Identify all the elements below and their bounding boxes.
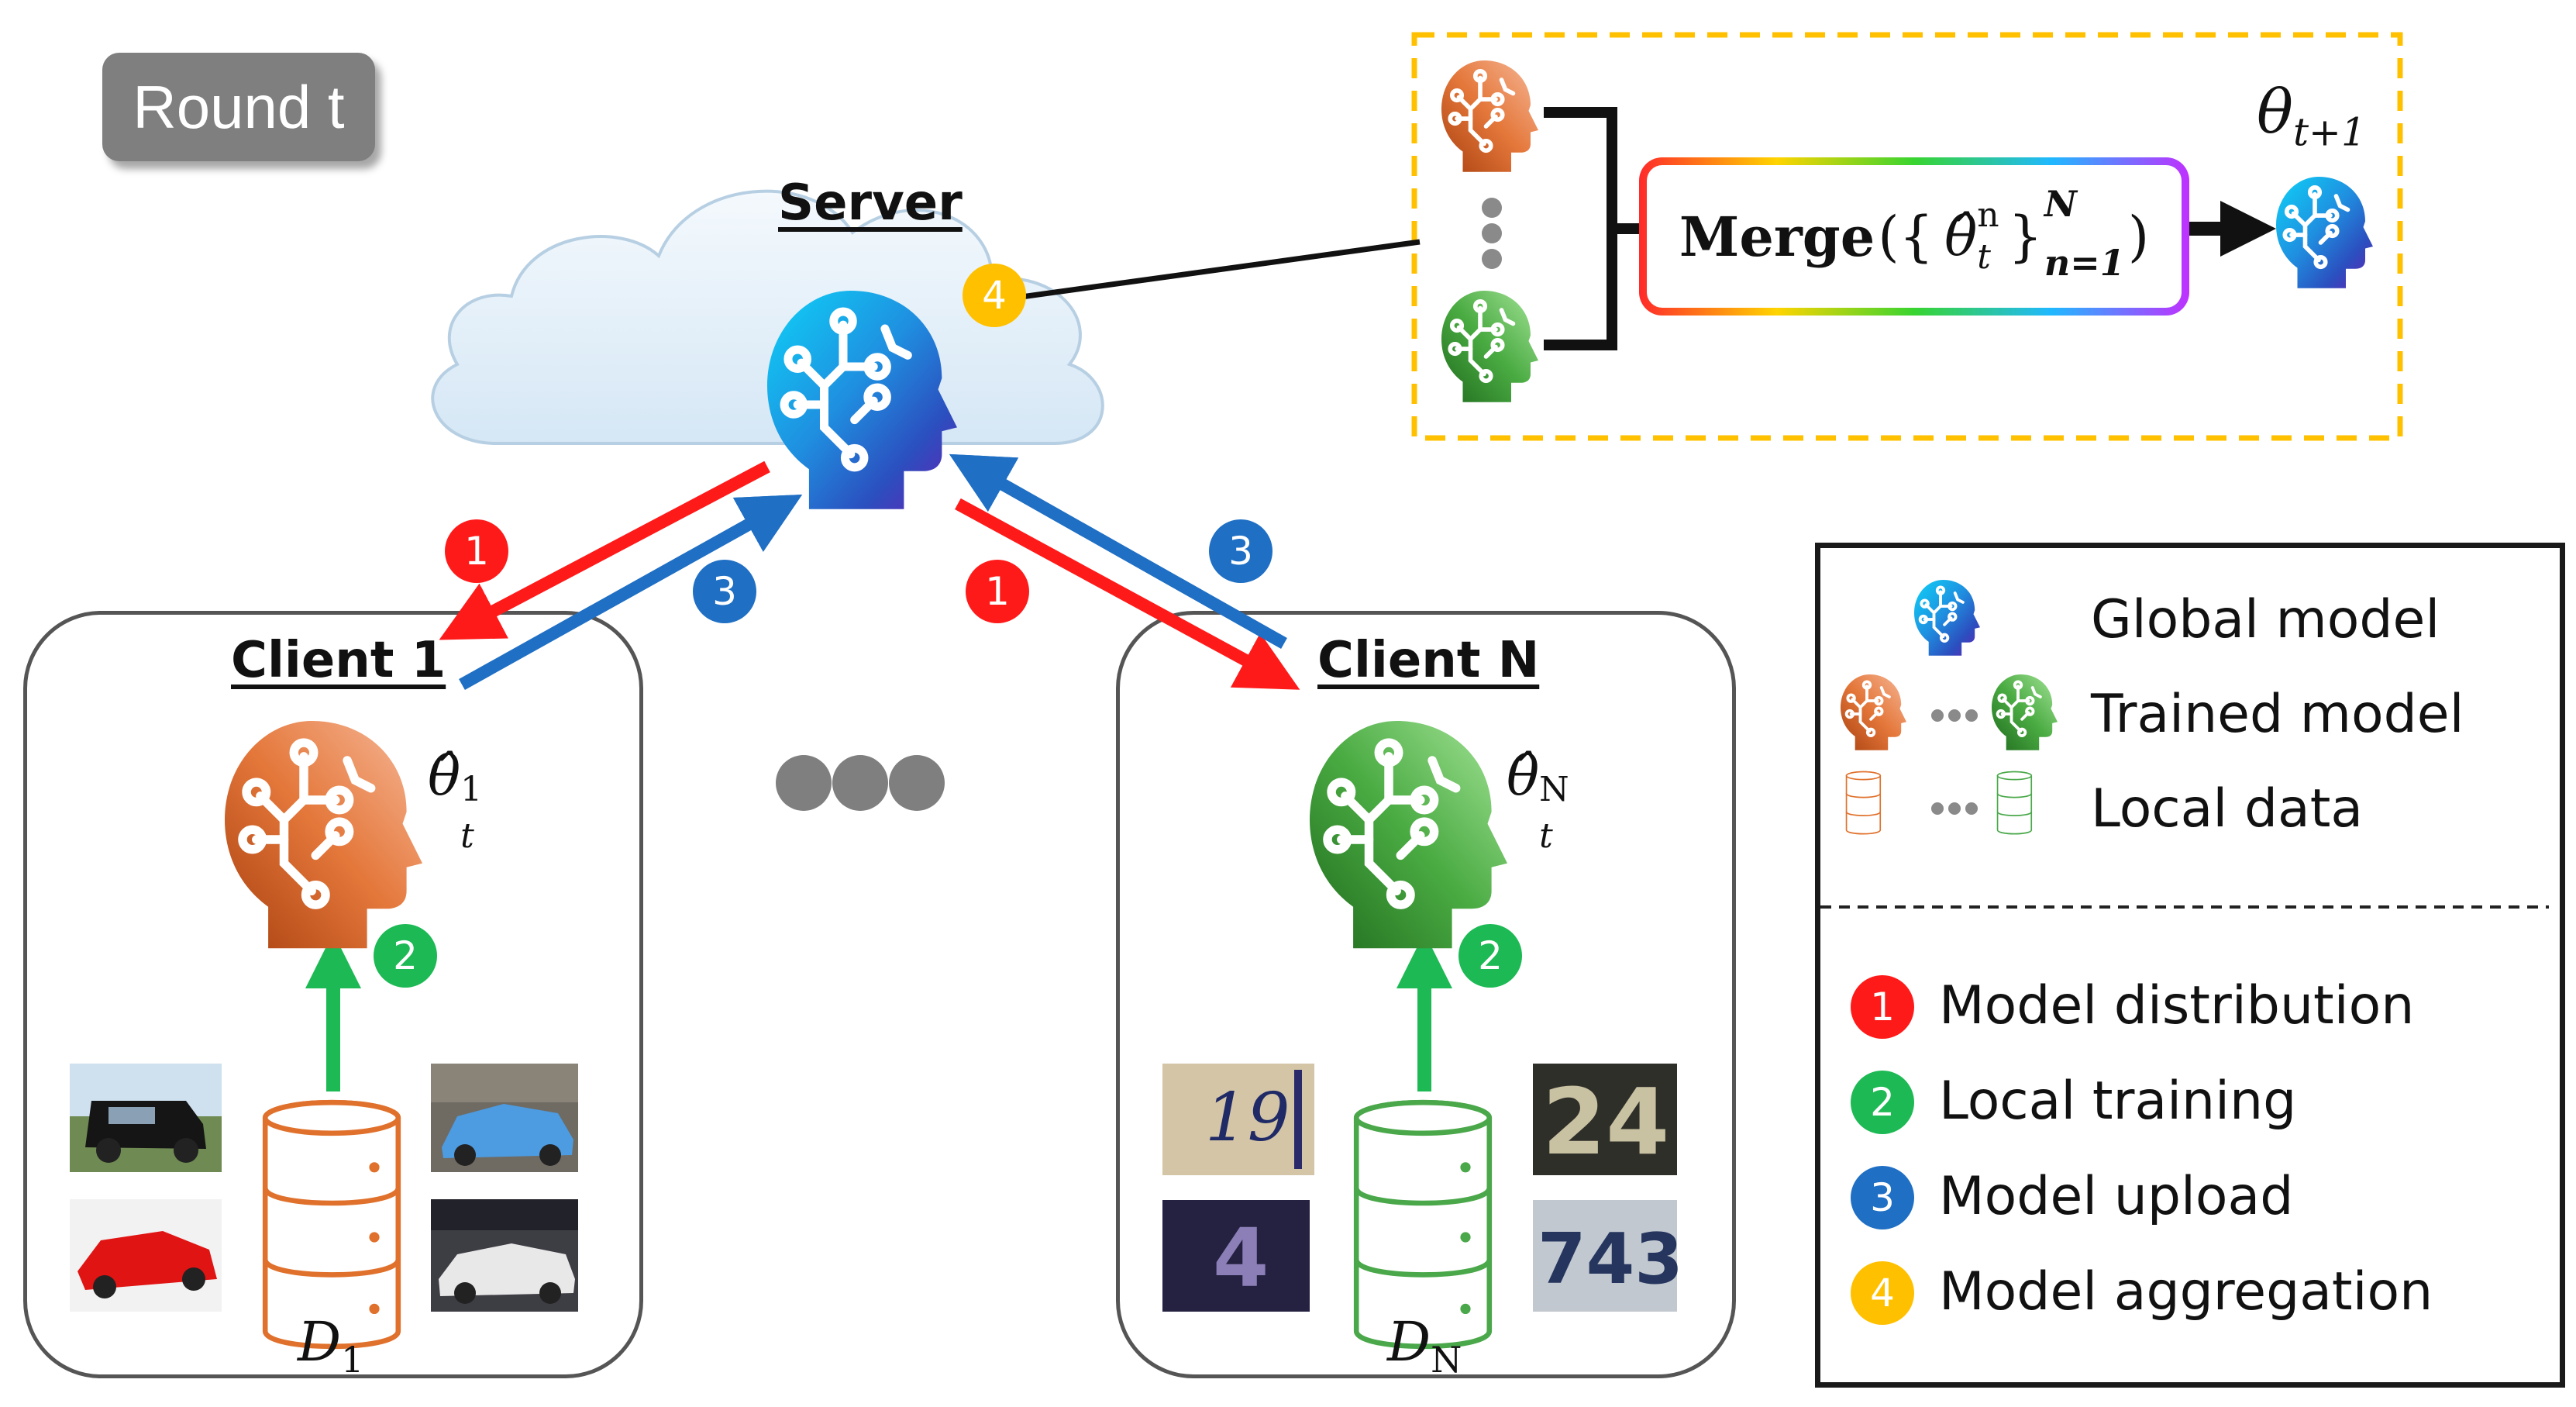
client-1-theta-symbol: θ̂ — [428, 744, 461, 808]
merge-word: Merge — [1679, 204, 1875, 269]
merge-close-brace: } — [2008, 205, 2043, 268]
legend-model-upload: Model upload — [1939, 1166, 2294, 1227]
client-1-theta: θ̂ 1 t — [428, 744, 494, 856]
merge-theta-sub: t — [1977, 237, 1991, 277]
aggregation-panel — [1411, 32, 2403, 441]
merge-theta-sup: n — [1977, 195, 1999, 235]
client-n-theta: θ̂ N t — [1507, 744, 1578, 856]
legend-badge-aggregation: 4 — [1851, 1261, 1914, 1325]
merge-set-sup: N — [2044, 183, 2077, 225]
server-label: Server — [778, 174, 963, 232]
client-n-label: Client N — [1317, 632, 1540, 689]
legend-badge-upload: 3 — [1851, 1166, 1914, 1229]
legend-trained-model: Trained model — [2091, 684, 2464, 745]
step-badge-training-client-1: 2 — [374, 924, 437, 988]
client-1-dataset-symbol: D — [298, 1310, 342, 1374]
aggregation-connector — [1021, 239, 1421, 300]
client-1-theta-sup: 1 — [460, 770, 483, 809]
next-global-model-icon — [2276, 177, 2373, 288]
merge-theta: θ̂ — [1944, 205, 1978, 268]
client-1-box — [23, 611, 643, 1378]
client-1-dataset-sub: 1 — [341, 1339, 364, 1381]
legend — [1815, 543, 2565, 1388]
legend-model-distribution: Model distribution — [1939, 975, 2415, 1036]
step-badge-upload-client-1: 3 — [693, 560, 756, 623]
legend-global-model: Global model — [2091, 589, 2440, 650]
step-badge-upload-client-n: 3 — [1209, 519, 1273, 583]
client-1-theta-sub: t — [460, 816, 474, 856]
svhn-digit-743: 743 — [1538, 1219, 1683, 1300]
ellipsis-vertical — [1482, 198, 1502, 269]
client-1-label: Client 1 — [231, 632, 446, 689]
client-n-theta-sup: N — [1539, 770, 1569, 809]
step-badge-distribution-client-1: 1 — [445, 519, 508, 583]
merge-bracket — [1544, 107, 1639, 350]
svhn-digit-4: 4 — [1213, 1211, 1269, 1305]
next-model-theta: θt+1 — [2257, 78, 2366, 155]
legend-badge-distribution: 1 — [1851, 975, 1914, 1039]
client-n-dataset-label: DN — [1387, 1310, 1462, 1381]
legend-model-aggregation: Model aggregation — [1939, 1261, 2433, 1323]
next-model-theta-sub: t+1 — [2292, 109, 2366, 155]
legend-local-training: Local training — [1939, 1071, 2297, 1132]
merge-formula: Merge ({ θ̂ n t } N n=1 ) — [1679, 183, 2150, 284]
legend-local-data: Local data — [2091, 778, 2364, 840]
merge-open: ({ — [1878, 205, 1934, 268]
step-badge-training-client-n: 2 — [1458, 924, 1522, 988]
step-badge-distribution-client-n: 1 — [966, 560, 1029, 623]
round-badge: Round t — [102, 53, 375, 161]
merge-set-sub: n=1 — [2044, 242, 2125, 284]
panel-green-model-icon — [1441, 291, 1538, 402]
panel-orange-model-icon — [1441, 60, 1538, 172]
next-model-theta-symbol: θ — [2257, 78, 2293, 147]
step-badge-aggregation: 4 — [963, 264, 1026, 327]
svhn-digit-19: 19 — [1205, 1079, 1290, 1157]
ellipsis-clients — [776, 755, 945, 811]
client-n-theta-sub: t — [1539, 816, 1553, 856]
client-n-theta-symbol: θ̂ — [1507, 744, 1540, 808]
client-1-dataset-label: D1 — [298, 1310, 363, 1381]
legend-badge-training: 2 — [1851, 1071, 1914, 1134]
svhn-digit-24: 24 — [1542, 1068, 1670, 1175]
client-n-dataset-sub: N — [1431, 1339, 1462, 1381]
client-n-dataset-symbol: D — [1387, 1310, 1431, 1374]
merge-close-paren: ) — [2127, 205, 2150, 268]
merge-formula-box: Merge ({ θ̂ n t } N n=1 ) — [1639, 157, 2189, 316]
